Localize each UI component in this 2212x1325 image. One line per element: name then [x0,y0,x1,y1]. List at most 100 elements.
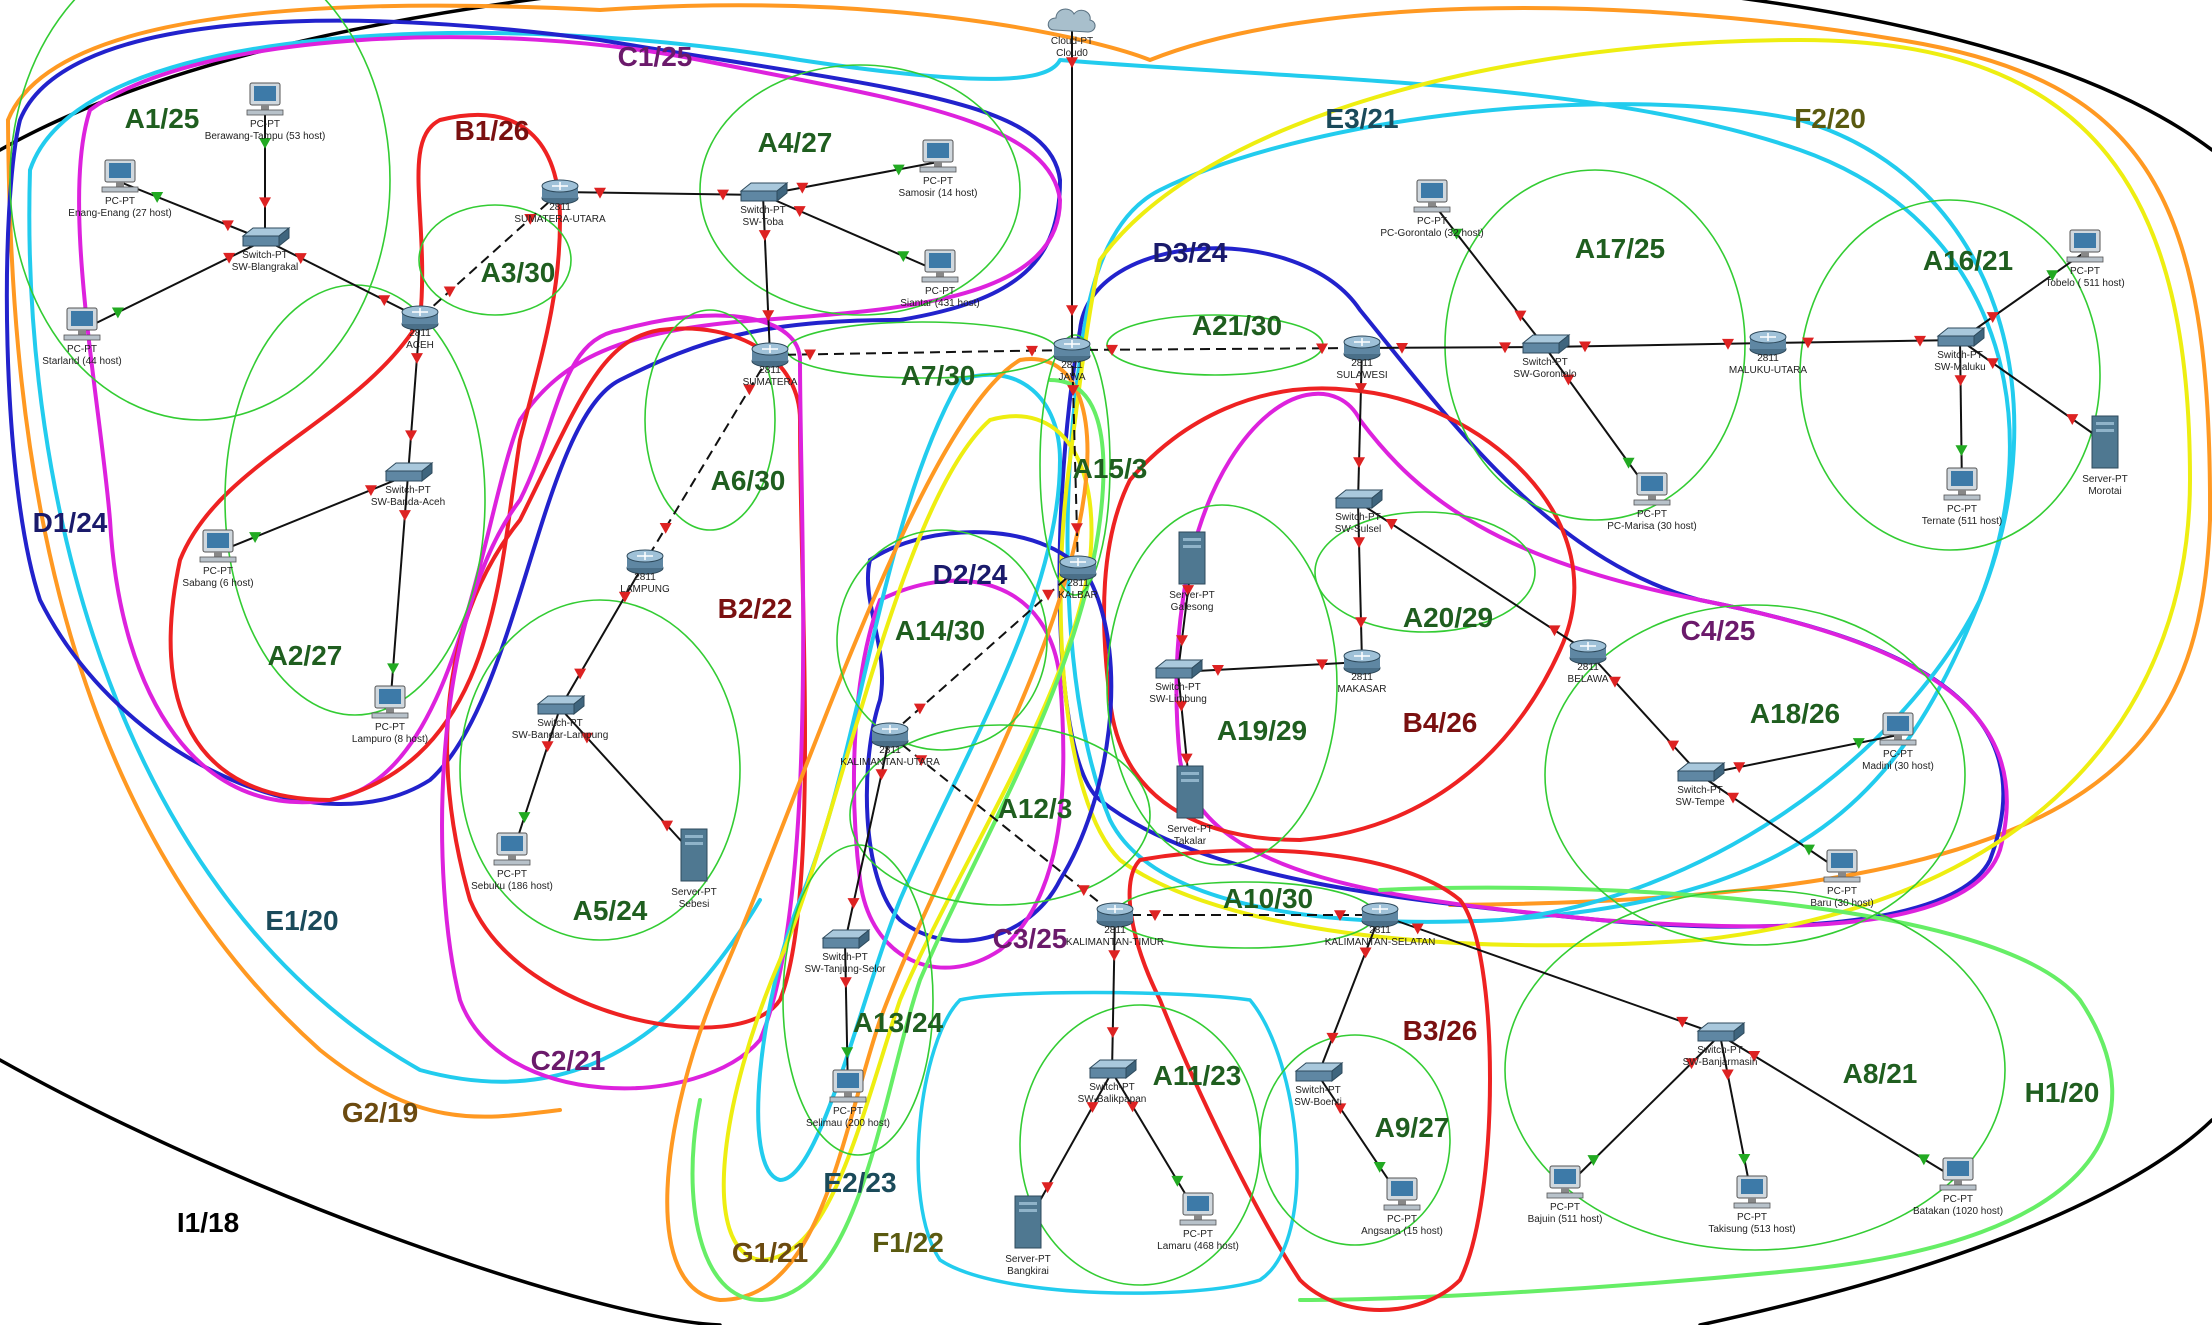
network-links [81,22,2106,1223]
link-status-marker [892,164,905,176]
device-name-label: KALBAR [1058,590,1097,601]
link-status-marker [1562,374,1575,386]
link-status-marker [1954,375,1967,386]
link-s-balikpapan-sv-bangkirai [1027,1071,1113,1223]
link-status-marker [1917,1154,1930,1166]
device-type-label: 2811 [879,745,901,756]
area-labels: A1/25A2/27A3/30A4/27A5/24A6/30A7/30A8/21… [33,41,2100,1268]
device-name-label: KALIMANTAN-SELATAN [1325,937,1436,948]
link-status-marker [1548,625,1561,637]
device-name-label: SW-Blangrakal [232,262,299,273]
device-name-label: SW-Boenti [1294,1097,1342,1108]
device-name-label: Cloud0 [1056,48,1088,59]
link-r-jawa-r-kalbar [1067,349,1083,569]
link-status-marker [913,703,926,715]
link-s-toba-r-sumatera [758,194,775,356]
device-name-label: Baru (30 host) [1810,898,1873,909]
link-status-marker [1514,310,1527,322]
area-label-a10: A10/30 [1223,883,1313,914]
link-status-marker [1578,341,1591,353]
link-status-marker [1149,910,1161,921]
device-name-label: Morotai [2088,486,2121,497]
device-name-label: Angsana (15 host) [1361,1226,1443,1237]
area-ellipse-a11 [1019,1004,1261,1286]
link-status-marker [1126,1101,1139,1113]
link-status-marker [661,820,674,832]
area-label-a5: A5/24 [573,895,648,926]
link-status-marker [151,192,164,203]
link-status-marker [1326,1032,1339,1044]
link-status-marker [618,591,631,603]
device-type-label: Server-PT [2082,474,2128,485]
area-label-b1: B1/26 [455,115,530,146]
device-name-label: Lampuro (8 host) [352,734,428,745]
link-status-marker [1066,57,1078,68]
device-name-label: SW-Tempe [1675,797,1725,808]
device-name-label: Starland (44 host) [42,356,122,367]
link-status-marker [793,206,806,217]
device-name-label: MALUKU-UTARA [1729,365,1807,376]
link-status-marker [841,1047,854,1059]
link-status-marker [1182,585,1195,596]
device-type-label: Switch-PT [1677,785,1723,796]
area-ellipse-a8 [1504,889,2006,1251]
link-s-gorontalo-pc-gorontalo [1431,201,1546,348]
area-label-c3: C3/25 [993,923,1068,954]
link-s-blangrakal-pc-starland [81,239,266,331]
area-label-f2: F2/20 [1794,103,1866,134]
